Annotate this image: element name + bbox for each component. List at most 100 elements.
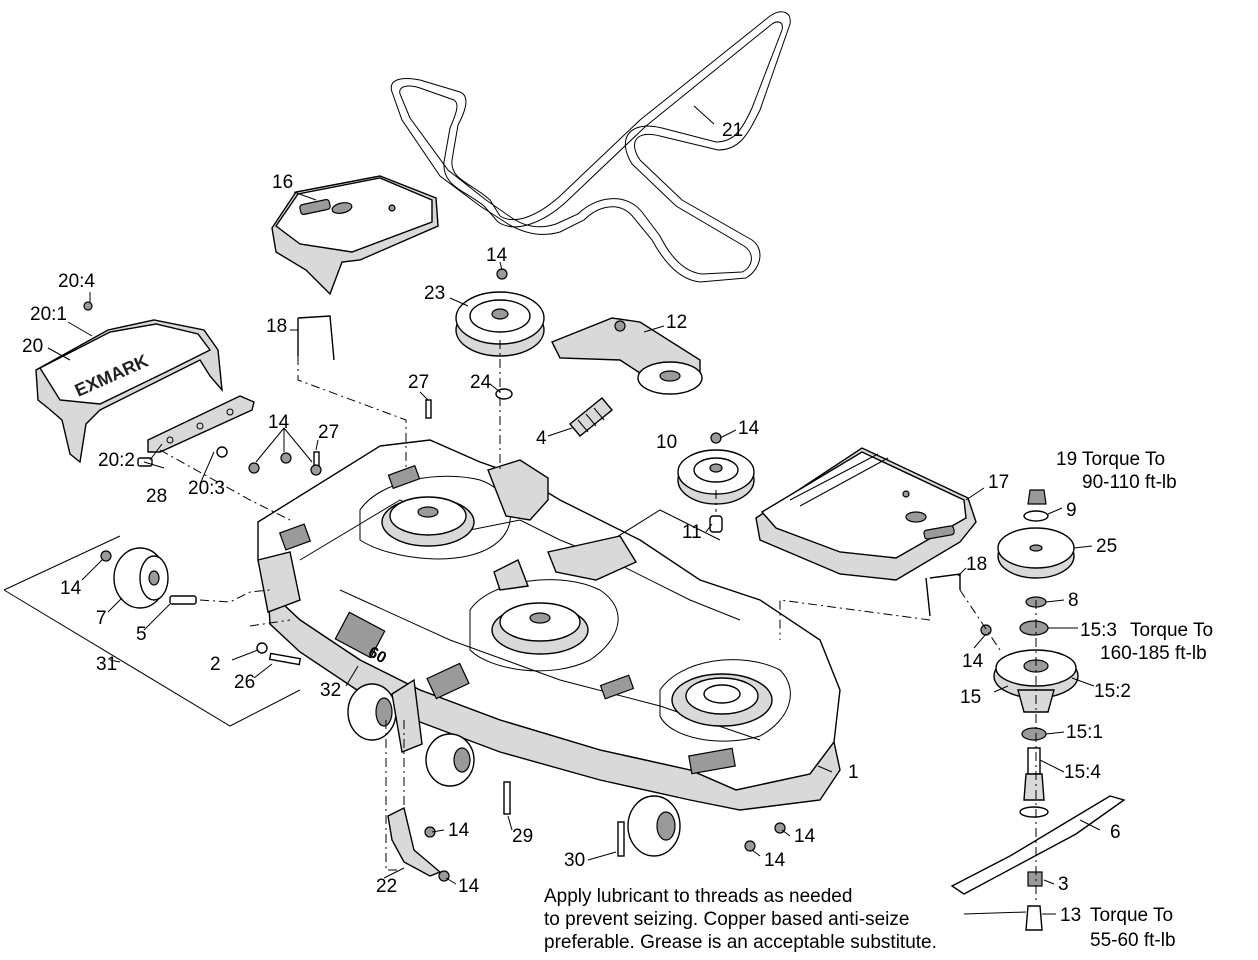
label-20-1: 20:1 (30, 304, 67, 325)
idler-bracket (487, 459, 549, 521)
label-15-2: 15:2 (1094, 681, 1131, 702)
label-14-skid: 14 (448, 820, 470, 841)
deck-side-plate (257, 551, 301, 613)
label-14-spindle: 14 (962, 651, 984, 672)
label-14-skid2: 14 (458, 876, 480, 897)
note-line-2: to prevent seizing. Copper based anti-se… (544, 909, 909, 930)
deck-front-decal (688, 747, 736, 775)
nut-part-14-front2 (744, 840, 756, 852)
torque-15-3-label: Torque To (1130, 620, 1213, 641)
label-15-4: 15:4 (1064, 762, 1101, 783)
bracket-part-20-2 (83, 301, 255, 467)
bearing-part-15-1 (1021, 727, 1047, 741)
nut-part-14-top (496, 268, 508, 280)
note-line-3: preferable. Grease is an acceptable subs… (544, 932, 937, 953)
label-15: 15 (960, 687, 981, 708)
label-14-wheel: 14 (60, 578, 82, 599)
deck-warning-decal (387, 464, 421, 490)
spring-part-4 (569, 397, 613, 437)
label-25: 25 (1096, 536, 1117, 557)
torque-13-label: Torque To (1090, 905, 1173, 926)
deck-tab-small (493, 559, 529, 591)
label-11: 11 (682, 522, 702, 543)
pulley-part-25 (997, 527, 1075, 579)
label-27-left: 27 (318, 422, 339, 443)
pulley-part-10 (677, 432, 755, 533)
deck-size-decal: 60 (365, 644, 389, 667)
torque-19-label: Torque To (1082, 449, 1165, 470)
bearing-part-15-3 (1019, 620, 1049, 636)
label-26: 26 (234, 672, 255, 693)
label-21: 21 (722, 120, 743, 141)
bolt-part-30 (617, 821, 625, 857)
pin-part-18-left (297, 315, 335, 361)
label-6: 6 (1110, 822, 1121, 843)
belt-cover-part-20: EXMARK (35, 319, 223, 464)
label-20: 20 (22, 336, 43, 357)
label-14-group: 14 (268, 412, 290, 433)
deck-spindle-right (671, 673, 773, 727)
label-22: 22 (376, 876, 397, 897)
nut-part-14-b (280, 452, 292, 464)
label-29: 29 (512, 826, 533, 847)
deck-part-1: 60 (257, 439, 841, 811)
brand-decal-part-32: 60 (334, 611, 389, 667)
spacer-part-11 (709, 515, 723, 533)
washer-part-3 (1027, 871, 1043, 887)
label-15-3: 15:3 (1080, 620, 1117, 641)
nut-part-19 (1027, 489, 1047, 505)
label-14-10: 14 (738, 418, 760, 439)
label-32: 32 (320, 680, 341, 701)
pulley-part-23 (455, 268, 545, 400)
deck-wheel-right-rear (627, 795, 681, 857)
nut-part-14-c (310, 464, 322, 476)
shaft-part-15-4 (1019, 747, 1049, 818)
label-13: 13 (1060, 905, 1081, 926)
deck-wheel-left-rear (425, 733, 475, 787)
torque-13-value: 55-60 ft-lb (1090, 930, 1176, 951)
deck-vent-decal (599, 674, 635, 700)
skid-part-22 (387, 806, 450, 882)
label-24: 24 (470, 372, 492, 393)
bolt-part-13 (1025, 905, 1043, 931)
label-30: 30 (564, 850, 585, 871)
label-14-front: 14 (794, 826, 816, 847)
bolt-part-29 (503, 781, 511, 815)
callout-labels: 21 16 20:4 20:1 20 20:2 28 20:3 18 27 14… (22, 120, 1213, 951)
label-8: 8 (1068, 590, 1079, 611)
label-20-4: 20:4 (58, 271, 95, 292)
bolt-part-26 (268, 652, 302, 666)
deck-spindle-left (381, 496, 475, 547)
idler-arm-part-12 (551, 317, 703, 395)
deck-logo-decal (278, 523, 312, 551)
leader-lines (47, 105, 1101, 915)
lubricant-note: Apply lubricant to threads as needed to … (544, 886, 937, 953)
deck-wheel-left-front (347, 683, 397, 741)
label-16: 16 (272, 172, 293, 193)
label-19: 19 (1056, 449, 1077, 470)
label-12: 12 (666, 312, 687, 333)
label-20-3: 20:3 (188, 478, 225, 499)
wheel-bracket (391, 678, 423, 753)
label-9: 9 (1066, 500, 1077, 521)
wheel-part-7 (100, 547, 197, 609)
label-4: 4 (536, 428, 547, 449)
nut-part-14-a (248, 462, 260, 474)
washer-part-2 (256, 642, 268, 654)
bolt-part-27-left (313, 451, 320, 467)
torque-15-3-value: 160-185 ft-lb (1100, 643, 1207, 664)
label-18-right: 18 (966, 554, 987, 575)
label-2: 2 (210, 654, 221, 675)
belt-cover-part-16 (271, 175, 439, 296)
nut-part-20-4 (83, 301, 93, 311)
label-1: 1 (848, 762, 859, 783)
bolt-part-27-top (425, 399, 432, 419)
label-10: 10 (656, 432, 677, 453)
label-14-front2: 14 (764, 850, 786, 871)
label-27-top: 27 (408, 372, 429, 393)
note-line-1: Apply lubricant to threads as needed (544, 886, 852, 907)
label-17: 17 (988, 472, 1009, 493)
deck-tab (547, 535, 638, 581)
label-3: 3 (1058, 874, 1069, 895)
